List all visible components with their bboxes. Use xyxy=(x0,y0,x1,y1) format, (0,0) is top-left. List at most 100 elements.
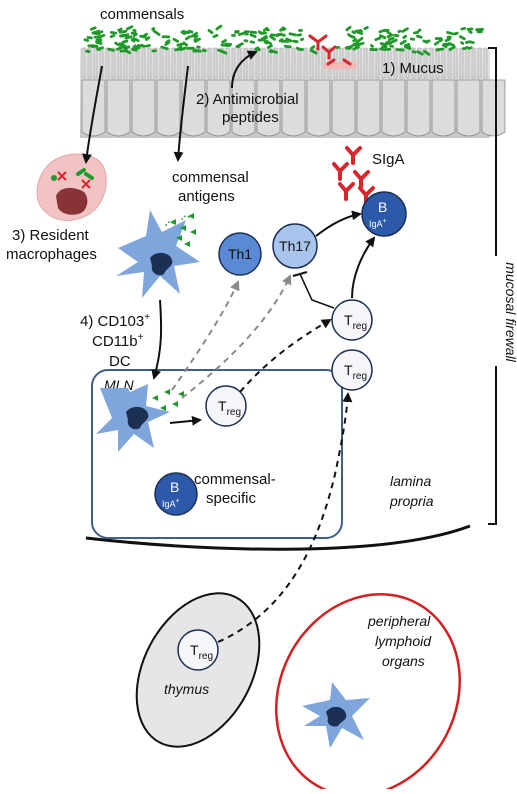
microvillus xyxy=(453,47,458,79)
bacterium xyxy=(344,45,350,50)
bacterium xyxy=(389,38,398,45)
bacterium xyxy=(402,34,408,39)
treg-lp-lower-text: Treg xyxy=(344,362,367,382)
microvillus xyxy=(465,47,470,79)
commensal-specific-label-line2: specific xyxy=(206,490,257,507)
bacterium xyxy=(259,31,267,35)
bacterium xyxy=(347,33,353,38)
epithelial-cell xyxy=(281,79,306,137)
arrow-treg-mln-to-lp xyxy=(239,318,332,393)
microvillus xyxy=(135,47,140,79)
microvillus xyxy=(225,47,230,79)
microvillus xyxy=(111,47,116,79)
siga-label: SIgA xyxy=(372,151,405,168)
peripheral-label-line3: organs xyxy=(382,653,425,669)
epithelial-cell xyxy=(206,79,231,137)
microvillus xyxy=(435,47,440,79)
bacterium xyxy=(413,30,420,35)
arrow-treg-to-b-iga xyxy=(351,236,376,299)
microvillus xyxy=(171,47,176,79)
arrow-dc-to-treg-mln xyxy=(169,415,202,426)
bacterium xyxy=(234,30,240,34)
microvillus xyxy=(165,47,170,79)
bacterium xyxy=(115,45,125,51)
commensal-specific-label-line1: commensal- xyxy=(194,471,276,488)
bacterium xyxy=(125,25,134,31)
bacterium xyxy=(352,45,360,51)
dc-label-line2-sup: + xyxy=(138,332,144,343)
microvillus xyxy=(417,47,422,79)
bacterium xyxy=(409,37,416,41)
bacterium xyxy=(220,49,228,55)
bacterium xyxy=(114,41,123,48)
bacterium xyxy=(86,36,93,40)
bacterium xyxy=(347,46,353,51)
arrow-antimicrobial-peptides xyxy=(231,50,258,89)
arrows xyxy=(82,50,376,643)
bacterium xyxy=(179,46,187,52)
bacterium xyxy=(383,41,392,46)
bacterium xyxy=(379,42,384,46)
commensal-antigens-label-line1: commensal xyxy=(172,169,249,186)
epithelial-cell xyxy=(431,79,456,137)
amp-label-line1: 2) Antimicrobial xyxy=(196,91,299,108)
microvillus xyxy=(195,47,200,79)
bacterium xyxy=(335,45,341,49)
epithelial-cell xyxy=(356,79,381,137)
bacterium xyxy=(136,46,141,50)
bacterium xyxy=(182,31,191,35)
bacterium xyxy=(352,42,358,48)
bacterium xyxy=(221,38,227,44)
bacterium xyxy=(443,42,452,47)
bacterium xyxy=(411,50,417,54)
bacterium xyxy=(249,33,257,38)
bacterium xyxy=(386,30,394,37)
microvilli xyxy=(81,47,488,79)
epithelial-cell xyxy=(156,79,181,137)
bacterium xyxy=(151,27,156,31)
commensal-bacteria xyxy=(83,24,484,56)
bacterium xyxy=(399,39,407,46)
bacterium xyxy=(231,33,236,37)
microvillus xyxy=(249,47,254,79)
bacterium xyxy=(124,35,133,40)
bacterium xyxy=(269,49,278,54)
bacterium xyxy=(190,31,199,38)
microvillus xyxy=(291,47,296,79)
bacterium xyxy=(215,24,223,31)
treg-lp-upper-sub: reg xyxy=(353,321,367,332)
bacterium xyxy=(118,42,126,48)
bacterium xyxy=(132,37,140,43)
epithelial-cell xyxy=(406,79,431,137)
inhibition-treg-to-th17 xyxy=(299,273,335,309)
dendritic-cell-mln xyxy=(96,384,184,452)
bacterium xyxy=(121,39,129,44)
microvillus xyxy=(369,47,374,79)
treg-mln-sub: reg xyxy=(227,407,241,418)
bacterium xyxy=(310,45,316,50)
bacterium xyxy=(107,47,115,52)
bacterium xyxy=(356,30,364,35)
microvillus xyxy=(213,47,218,79)
microvillus xyxy=(279,47,284,79)
microvillus xyxy=(483,47,488,79)
bacterium xyxy=(254,46,260,51)
bacterium xyxy=(98,33,106,39)
mucus-label: 1) Mucus xyxy=(382,60,444,77)
th1-cell: Th1 xyxy=(218,232,262,276)
bacterium xyxy=(374,36,382,42)
microvillus xyxy=(447,47,452,79)
treg-cell-lp-upper: Treg xyxy=(331,299,373,341)
microvillus xyxy=(423,47,428,79)
resident-macrophage xyxy=(36,153,107,221)
bacterium xyxy=(186,46,195,50)
epithelial-cells xyxy=(81,79,506,137)
microvillus xyxy=(459,47,464,79)
microvillus xyxy=(159,47,164,79)
bacterium xyxy=(249,40,255,44)
bacterium xyxy=(262,36,268,40)
b-iga-sub-label: IgA xyxy=(369,219,383,229)
bacterium xyxy=(446,30,454,36)
microvillus xyxy=(399,47,404,79)
b-iga-sub: IgA+ xyxy=(369,218,387,229)
